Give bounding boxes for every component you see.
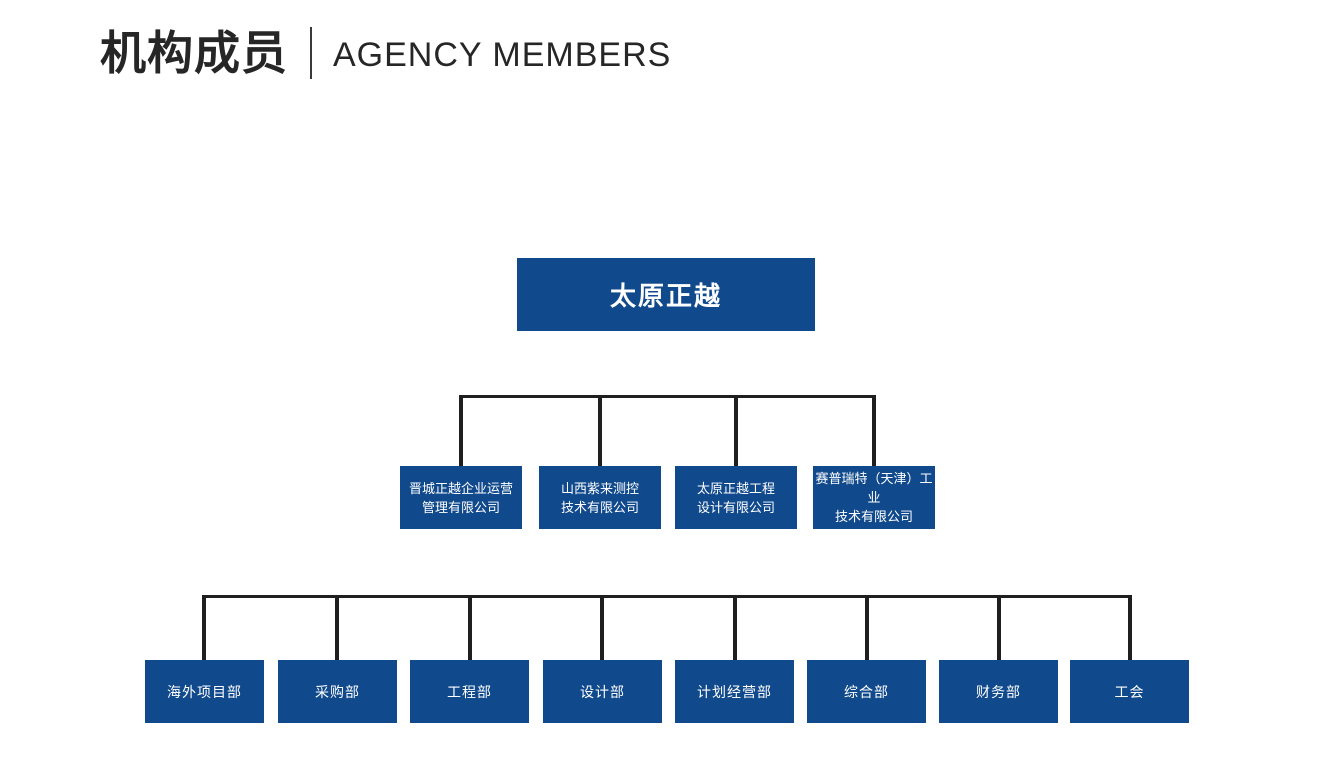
org-node-department: 采购部 (278, 660, 397, 723)
subsidiary-label-line1: 晋城正越企业运营 (408, 480, 513, 496)
connector-level2-drop (872, 395, 876, 466)
connector-level3-drop (335, 595, 339, 660)
subsidiary-label-line1: 山西紫来测控 (560, 480, 639, 496)
connector-level2-horizontal (461, 395, 874, 398)
subsidiary-label-line1: 太原正越工程 (696, 480, 775, 496)
connector-level3-drop (202, 595, 206, 660)
connector-level3-drop (1128, 595, 1132, 660)
connector-level2-drop (459, 395, 463, 466)
org-node-root: 太原正越 (517, 258, 815, 331)
connector-level2-drop (598, 395, 602, 466)
org-node-department: 工程部 (410, 660, 529, 723)
org-node-department: 计划经营部 (675, 660, 794, 723)
org-node-subsidiary: 赛普瑞特（天津）工业 技术有限公司 (813, 466, 935, 529)
org-node-department: 海外项目部 (145, 660, 264, 723)
page-header: 机构成员 AGENCY MEMBERS (100, 22, 671, 84)
connector-level3-drop (600, 595, 604, 660)
org-node-department: 设计部 (543, 660, 662, 723)
org-node-department: 财务部 (939, 660, 1058, 723)
connector-level2-drop (734, 395, 738, 466)
subsidiary-label-line1: 赛普瑞特（天津）工业 (815, 471, 933, 505)
org-node-subsidiary: 晋城正越企业运营 管理有限公司 (400, 466, 522, 529)
connector-level3-drop (997, 595, 1001, 660)
page-title: 机构成员 (100, 27, 288, 79)
connector-level3-drop (865, 595, 869, 660)
subsidiary-label-line2: 管理有限公司 (421, 499, 500, 515)
org-node-department: 工会 (1070, 660, 1189, 723)
page-subtitle: AGENCY MEMBERS (333, 36, 672, 74)
subsidiary-label-line2: 设计有限公司 (696, 499, 775, 515)
subsidiary-label-line2: 技术有限公司 (834, 509, 913, 524)
subsidiary-label-line2: 技术有限公司 (560, 499, 639, 515)
org-node-subsidiary: 山西紫来测控 技术有限公司 (539, 466, 661, 529)
connector-level3-horizontal (204, 595, 1130, 598)
org-node-department: 综合部 (807, 660, 926, 723)
connector-level3-drop (733, 595, 737, 660)
title-divider (310, 27, 312, 79)
connector-level3-drop (468, 595, 472, 660)
org-node-subsidiary: 太原正越工程 设计有限公司 (675, 466, 797, 529)
